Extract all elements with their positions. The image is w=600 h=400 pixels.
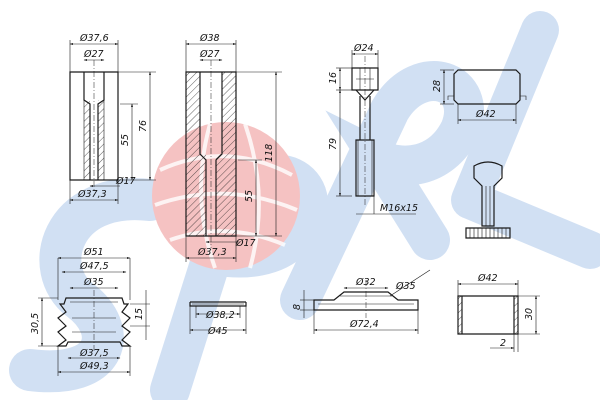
boot-drawing: Ø51 Ø47,5 Ø35 30,5 15 Ø37,5 Ø49,3 [30,247,150,376]
part2-d-bore-top: Ø27 [199,49,220,60]
sleeve-wall: 2 [500,338,506,349]
plate-drawing: Ø32 Ø35 8 Ø72,4 [292,269,431,334]
part2-d-outer-bottom: Ø37,3 [197,247,227,258]
boot-d-inner-bottom: Ø37,5 [79,348,109,359]
watermark-letter-l [451,11,600,269]
plate-d-rim: Ø35 [395,281,416,292]
boot-height-total: 30,5 [30,313,41,334]
watermark-letter-s [9,178,171,393]
bolt-drawing: Ø24 16 79 M16x15 [328,43,418,215]
boot-d-top: Ø51 [83,247,104,258]
part1-height-total: 76 [138,120,149,132]
boot-d-bottom: Ø49,3 [79,361,109,372]
part1-d-outer-top: Ø37,6 [79,33,109,44]
bolt-head-height: 16 [328,72,339,84]
cap-drawing: 28 Ø42 [432,69,527,124]
sleeve-drawing: Ø42 30 2 [457,273,540,352]
ring-d-outer: Ø45 [207,326,228,337]
plate-d-outer: Ø72,4 [349,319,379,330]
part1-section: Ø37,6 Ø27 76 55 Ø17 Ø37,3 [69,33,156,204]
sleeve-diameter: Ø42 [477,273,498,284]
part2-height-total: 118 [264,144,275,162]
part1-d-bore-top: Ø27 [83,49,104,60]
bolt-thread: M16x15 [380,203,418,214]
watermark [9,11,600,400]
part2-d-outer-top: Ø38 [199,33,220,44]
part2-d-hole: Ø17 [235,238,256,249]
part2-section: Ø38 Ø27 118 55 Ø17 Ø37,3 [185,33,282,262]
watermark-letter-r [280,61,484,320]
part1-d-hole: Ø17 [115,176,136,187]
boot-d-flange: Ø47,5 [79,261,109,272]
cap-height: 28 [432,80,443,92]
stem-drawing [465,161,511,239]
bolt-length: 79 [328,138,339,150]
part1-d-outer-bottom: Ø37,3 [77,189,107,200]
plate-height: 8 [292,304,303,310]
plate-d-center: Ø32 [355,277,376,288]
part2-height-bore: 55 [244,190,255,202]
boot-height-right: 15 [134,308,145,320]
sleeve-height: 30 [524,308,535,320]
boot-d-inner-top: Ø35 [83,277,104,288]
bolt-d-head: Ø24 [353,43,374,54]
ring-d-inner: Ø38,2 [205,310,235,321]
ring-drawing: Ø38,2 Ø45 [189,301,247,337]
cap-diameter: Ø42 [475,109,496,120]
part1-height-bore: 55 [120,134,131,146]
